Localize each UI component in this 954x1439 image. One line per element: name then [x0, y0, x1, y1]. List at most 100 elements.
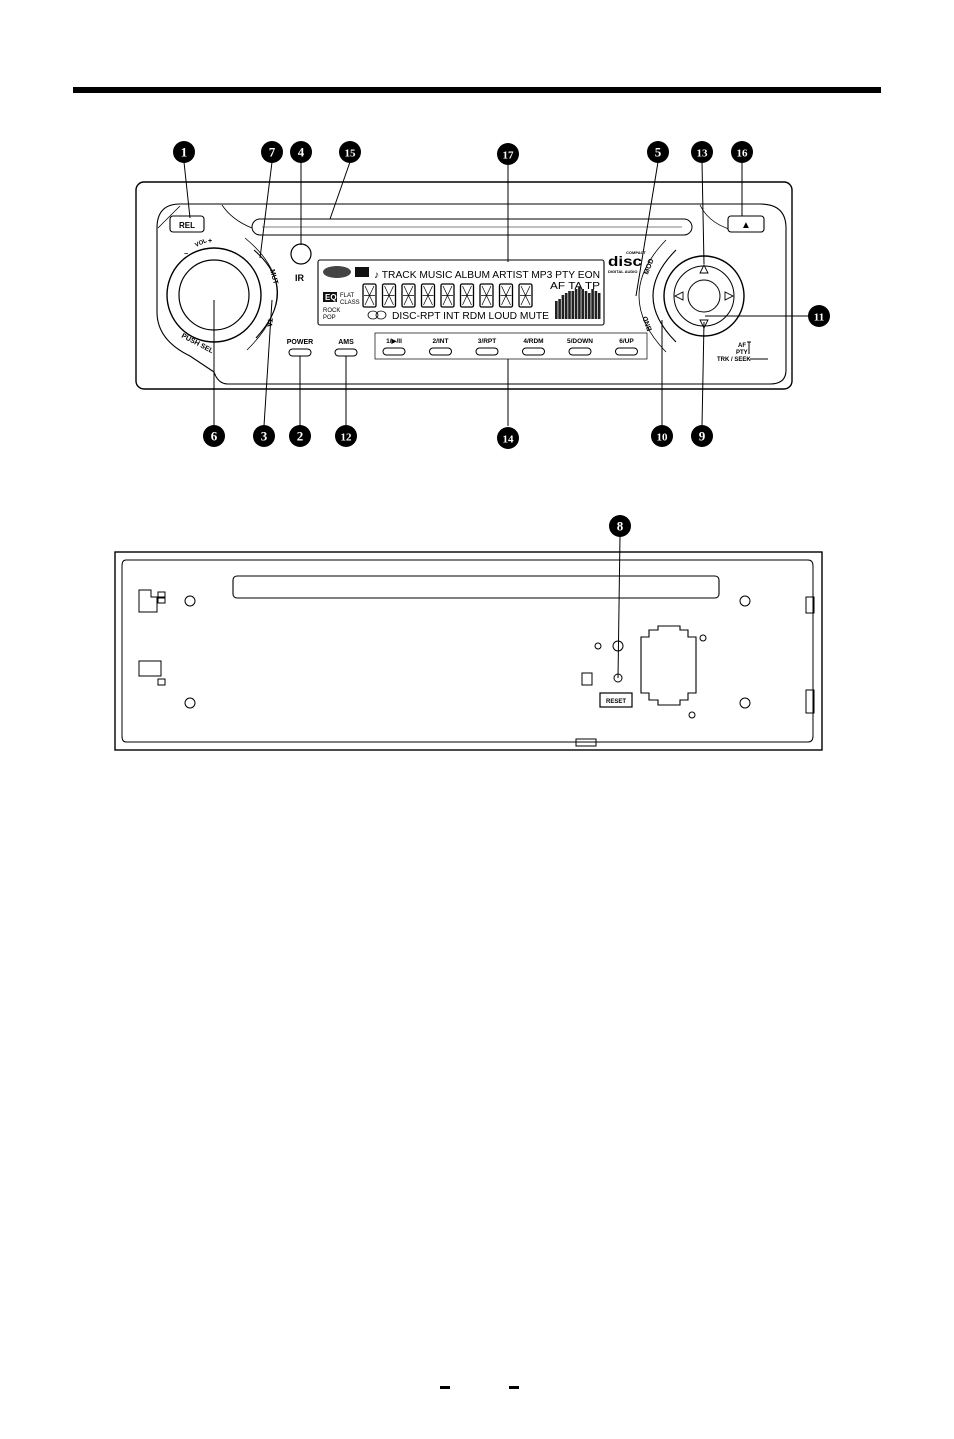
callout-6: 6 [203, 425, 225, 447]
callout-7: 7 [261, 141, 283, 163]
spectrum-bar [595, 291, 598, 319]
page-number-dash-left [440, 1386, 450, 1389]
preset-button-4[interactable]: 4/RDM [523, 338, 545, 355]
callout-3: 3 [253, 425, 275, 447]
preset-label: 3/RPT [478, 338, 496, 345]
lcd-eq: EQ [325, 293, 337, 302]
callout-10: 10 [651, 425, 673, 447]
ir-sensor: IR [291, 244, 311, 283]
preset-button-5[interactable]: 5/DOWN [567, 338, 593, 355]
vol-minus: − [184, 251, 188, 258]
eject-icon: ▲ [741, 220, 751, 231]
callout-16: 16 [731, 141, 753, 163]
preset-key[interactable] [383, 348, 405, 355]
arrow-left-icon[interactable] [675, 292, 683, 300]
lcd-rock: ROCK [323, 308, 340, 314]
preset-label: 6/UP [619, 338, 634, 345]
power-label: POWER [287, 339, 313, 346]
callout-number: 9 [699, 429, 706, 444]
cd-slot [252, 219, 692, 235]
preset-key[interactable] [476, 348, 498, 355]
lcd-bottom-row: DISC-RPT INT RDM LOUD MUTE [392, 311, 549, 322]
ta-label[interactable]: TA [265, 318, 273, 327]
spectrum-bar [591, 289, 594, 319]
preset-key[interactable] [523, 348, 545, 355]
spectrum-bar [588, 293, 591, 319]
spectrum-bar [562, 295, 565, 319]
preset-key[interactable] [616, 348, 638, 355]
preset-button-6[interactable]: 6/UP [616, 338, 638, 355]
spectrum-bar [575, 289, 578, 319]
callout-12: 12 [335, 425, 357, 447]
lcd-flat: FLAT [340, 293, 355, 299]
callout-number: 13 [697, 148, 709, 160]
callout-number: 14 [503, 434, 515, 446]
callout-number: 17 [503, 150, 515, 162]
spectrum-bar [572, 291, 575, 319]
trk-seek-label: TRK / SEEK [717, 357, 751, 363]
lcd-pop: POP [323, 315, 336, 321]
folder-icon [355, 267, 369, 277]
preset-button-2[interactable]: 2/INT [430, 338, 452, 355]
lcd-class: CLASS [340, 300, 360, 306]
rel-button[interactable]: REL [170, 216, 204, 232]
callout-number: 12 [341, 432, 353, 444]
reset-button[interactable]: RESET [600, 693, 632, 707]
callout-number: 11 [814, 312, 824, 324]
eject-button[interactable]: ▲ [728, 216, 764, 232]
callout-number: 15 [345, 148, 357, 160]
callout-5: 5 [647, 141, 669, 163]
disc-logo-main: disc [608, 253, 642, 269]
rel-label: REL [179, 221, 195, 230]
leader-lines [184, 162, 808, 678]
preset-key[interactable] [569, 348, 591, 355]
callout-number: 7 [269, 145, 276, 160]
band-label[interactable]: BND [642, 315, 654, 332]
spectrum-bar [565, 293, 568, 319]
spectrum-bar [568, 291, 571, 319]
preset-button-3[interactable]: 3/RPT [476, 338, 498, 355]
callout-9: 9 [691, 425, 713, 447]
disc-badge-icon [323, 266, 351, 278]
callout-13: 13 [691, 141, 713, 163]
preset-panel [375, 333, 647, 359]
ir-label: IR [295, 273, 305, 283]
spectrum-bar [598, 293, 601, 319]
push-sel-label: PUSH SEL [180, 333, 215, 356]
preset-label: 4/RDM [523, 338, 543, 345]
callout-1: 1 [173, 141, 195, 163]
arrow-right-icon[interactable] [725, 292, 733, 300]
spectrum-bar [558, 299, 561, 319]
disc-logo-bottom: DIGITAL AUDIO [608, 269, 637, 274]
mut-label[interactable]: MUT [268, 269, 279, 286]
callout-number: 6 [211, 429, 218, 444]
pty-label: PTY [736, 350, 748, 356]
preset-button-1[interactable]: 1/▶/II [383, 338, 405, 355]
callout-number: 4 [298, 145, 305, 160]
preset-label: 1/▶/II [386, 338, 402, 345]
callout-2: 2 [289, 425, 311, 447]
ams-button[interactable] [335, 349, 357, 356]
callout-11: 11 [808, 305, 830, 327]
vol-plus: + [208, 238, 212, 245]
preset-label: 5/DOWN [567, 338, 593, 345]
back-panel [115, 552, 822, 750]
lcd-display: ♪ TRACK MUSIC ALBUM ARTIST MP3 PTY EON A… [318, 260, 604, 325]
lcd-top-row: ♪ TRACK MUSIC ALBUM ARTIST MP3 PTY EON [374, 270, 600, 281]
reset-label: RESET [606, 699, 626, 705]
ams-label: AMS [338, 339, 354, 346]
callout-number: 3 [261, 429, 268, 444]
preset-key[interactable] [430, 348, 452, 355]
callout-number: 5 [655, 145, 662, 160]
spectrum-bar [585, 291, 588, 319]
page-number-dash-right [509, 1386, 519, 1389]
callout-number: 2 [297, 429, 304, 444]
preset-label: 2/INT [433, 338, 449, 345]
power-button[interactable] [289, 349, 311, 356]
spectrum-bar [578, 287, 581, 319]
preset-buttons: 1/▶/II 2/INT 3/RPT 4/RDM 5/DOWN 6/UP [383, 338, 638, 355]
vol-label: VOL [194, 238, 208, 249]
spectrum-bar [555, 301, 558, 319]
callout-number: 10 [657, 432, 669, 444]
